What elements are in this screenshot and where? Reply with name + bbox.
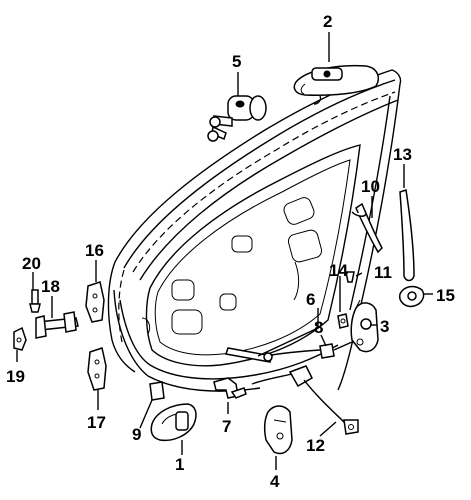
callout-16: 16: [85, 241, 104, 260]
rod-clip: [213, 377, 247, 399]
lock-rods: [351, 189, 415, 282]
callout-7: 7: [222, 417, 231, 436]
callout-15: 15: [436, 286, 455, 305]
lock-rod-assembly: [251, 365, 359, 435]
callout-18: 18: [41, 277, 60, 296]
door-hinges: [85, 281, 107, 391]
callout-12: 12: [306, 436, 325, 455]
latch-rods: [225, 341, 353, 363]
callout-4: 4: [270, 472, 280, 491]
callout-labels: 1 2 3 4 5 6 7 8 9 10 11 12 13 14 15 16 1…: [6, 12, 455, 491]
door-check-assembly: [13, 289, 79, 351]
callout-2: 2: [323, 12, 332, 31]
callout-5: 5: [232, 52, 241, 71]
callout-1: 1: [175, 455, 184, 474]
callout-10: 10: [361, 177, 380, 196]
door-latch: [350, 299, 379, 353]
callout-11: 11: [374, 263, 392, 282]
callout-19: 19: [6, 367, 25, 386]
callout-3: 3: [380, 317, 389, 336]
leader-lines: [16, 32, 433, 470]
inside-handle: [149, 381, 197, 442]
callout-14: 14: [329, 261, 348, 280]
bracket: [398, 285, 425, 308]
callout-17: 17: [87, 413, 106, 432]
latch-cover: [263, 405, 293, 455]
callout-6: 6: [306, 290, 315, 309]
callout-20: 20: [22, 254, 41, 273]
callout-13: 13: [393, 145, 412, 164]
lock-cylinder-with-keys: [207, 95, 267, 142]
callout-8: 8: [314, 318, 323, 337]
callout-9: 9: [132, 425, 141, 444]
outside-door-handle: [293, 64, 379, 105]
clips: [337, 271, 355, 329]
